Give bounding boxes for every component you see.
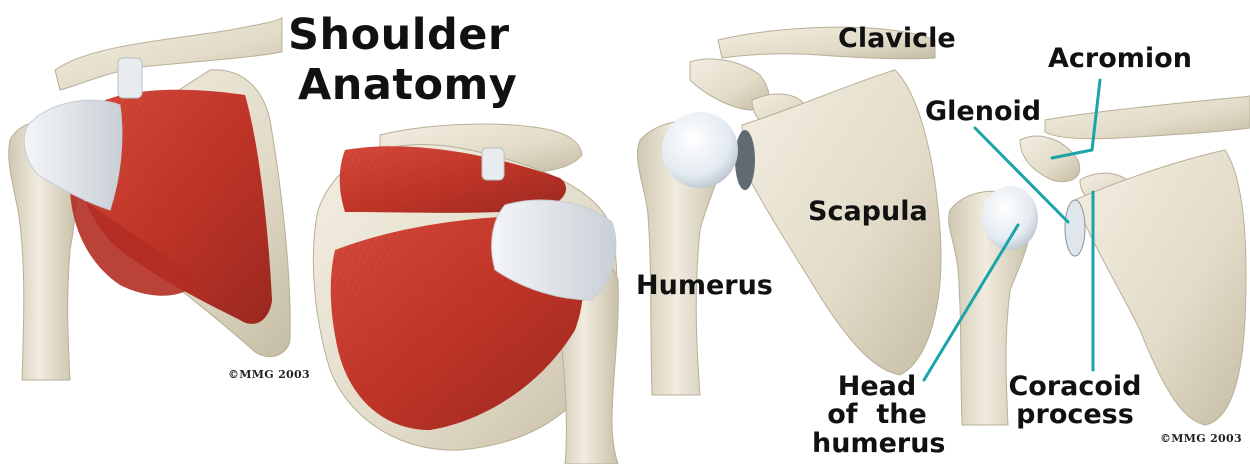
title-line-2: Anatomy [288,60,517,110]
humeral-head [662,112,738,188]
clavicle-bone-left [55,18,282,90]
label-head-of-humerus-line-2: of the [812,401,942,429]
figure-title: Shoulder Anatomy [288,10,517,110]
left-posterior-view [9,18,291,380]
glenoid-fossa [735,130,755,190]
coracoclavicular-ligament-middle [482,148,504,180]
middle-anterior-view [313,124,618,464]
label-coracoid-process: Coracoid process [1000,373,1150,430]
label-scapula: Scapula [808,198,928,226]
copyright-left: ©MMG 2003 [228,368,310,381]
label-clavicle: Clavicle [838,25,956,53]
label-coracoid-line-2: process [1000,401,1150,429]
glenoid-cavity-far [1065,200,1085,256]
title-line-1: Shoulder [288,10,517,60]
label-glenoid: Glenoid [925,98,1041,126]
label-acromion: Acromion [1048,45,1192,73]
acromion-process-far [1020,136,1080,181]
label-head-of-humerus-line-3: humerus [812,430,942,458]
label-humerus: Humerus [636,272,773,300]
label-coracoid-line-1: Coracoid [1000,373,1150,401]
label-head-of-humerus-line-1: Head [812,373,942,401]
coracoclavicular-ligament-left [118,58,142,98]
copyright-right: ©MMG 2003 [1160,432,1242,445]
clavicle-bone-far-right [1045,96,1250,139]
label-head-of-humerus: Head of the humerus [812,373,942,458]
